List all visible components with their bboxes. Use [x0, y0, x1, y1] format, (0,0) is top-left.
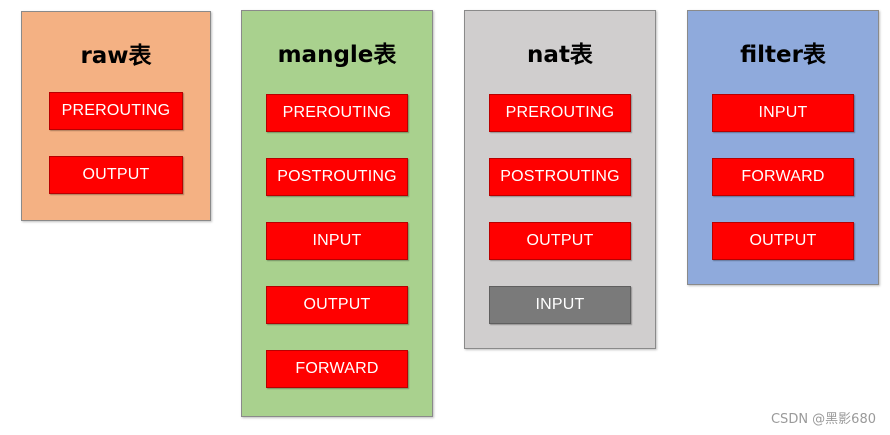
mangle-table-title: mangle表 — [277, 42, 397, 68]
nat-chain-prerouting: PREROUTING — [489, 94, 631, 132]
nat-table-title: nat表 — [527, 42, 593, 68]
nat-table-box: nat表 PREROUTING POSTROUTING OUTPUT INPUT — [464, 10, 656, 349]
nat-chain-input: INPUT — [489, 286, 631, 324]
filter-table-title: filter表 — [740, 42, 826, 68]
mangle-chain-postrouting: POSTROUTING — [266, 158, 408, 196]
mangle-chain-forward: FORWARD — [266, 350, 408, 388]
raw-chain-prerouting: PREROUTING — [49, 92, 183, 130]
mangle-chain-prerouting: PREROUTING — [266, 94, 408, 132]
raw-chain-output: OUTPUT — [49, 156, 183, 194]
filter-chain-forward: FORWARD — [712, 158, 854, 196]
filter-table-box: filter表 INPUT FORWARD OUTPUT — [687, 10, 879, 285]
mangle-table-box: mangle表 PREROUTING POSTROUTING INPUT OUT… — [241, 10, 433, 417]
filter-chain-input: INPUT — [712, 94, 854, 132]
mangle-chain-input: INPUT — [266, 222, 408, 260]
nat-chain-postrouting: POSTROUTING — [489, 158, 631, 196]
filter-chain-output: OUTPUT — [712, 222, 854, 260]
nat-chain-output: OUTPUT — [489, 222, 631, 260]
raw-table-title: raw表 — [80, 43, 152, 69]
mangle-chain-output: OUTPUT — [266, 286, 408, 324]
raw-table-box: raw表 PREROUTING OUTPUT — [21, 11, 211, 221]
watermark: CSDN @黑影680 — [770, 412, 876, 427]
